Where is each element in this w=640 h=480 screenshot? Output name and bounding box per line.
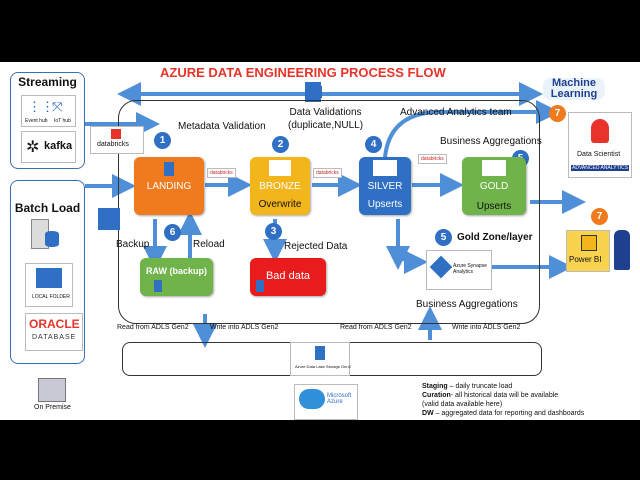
bronze-step-number: 2 <box>272 136 289 153</box>
batch-title: Batch Load <box>14 201 81 215</box>
power-bi-card[interactable]: Power BI <box>566 230 610 272</box>
gold-delta-icon <box>482 160 506 176</box>
synapse-step-number: 5 <box>435 229 452 246</box>
diagram-canvas: AZURE DATA ENGINEERING PROCESS FLOW Stre… <box>0 62 640 420</box>
synapse-label: Azure Synapse Analytics <box>453 263 487 275</box>
bronze-note: Data Validations(duplicate,NULL) <box>288 107 364 131</box>
legend-dw: DW – aggregated data for reporting and d… <box>422 410 585 417</box>
folder-icon <box>36 268 62 288</box>
legend-staging: Staging – daily truncate load <box>422 383 513 390</box>
landing-note: Metadata Validation <box>178 121 266 132</box>
rejected-data-label: Rejected Data <box>284 241 348 252</box>
data-scientist-icon <box>591 119 609 143</box>
silver-step-number: 4 <box>365 136 382 153</box>
bronze-label: BRONZE <box>259 181 301 192</box>
azure-label: Microsoft Azure <box>327 393 352 405</box>
synapse-icon <box>429 255 453 279</box>
gold-note: Business Aggregations <box>440 136 542 147</box>
kafka-label: kafka <box>44 140 73 152</box>
ml-step-number: 7 <box>549 105 566 122</box>
silver-label: SILVER <box>367 181 403 192</box>
iot-hub-label: IoT hub <box>54 118 71 124</box>
kafka-card: ✲ kafka <box>21 131 76 163</box>
oracle-label: ORACLE <box>29 317 80 331</box>
bronze-sub: Overwrite <box>258 199 302 210</box>
silver-stage[interactable]: SILVER Upserts <box>359 157 411 215</box>
legend: Staging – daily truncate load Curation- … <box>422 382 584 418</box>
batch-panel: Batch Load LOCAL FOLDER ORACLE DATABASE <box>10 180 85 364</box>
bad-step-number: 3 <box>265 223 282 240</box>
raw-backup-stage[interactable]: RAW (backup) <box>140 258 213 296</box>
silver-sub: Upserts <box>367 199 403 210</box>
database-icon <box>45 231 59 247</box>
landing-step-number: 1 <box>154 132 171 149</box>
bad-data-stage[interactable]: Bad data <box>250 258 326 296</box>
landing-storage-icon <box>164 162 174 176</box>
gold-zone-label: Gold Zone/layer <box>457 232 533 243</box>
advanced-analytics-banner: ADVANCED ANALYTICS <box>571 165 629 171</box>
databricks-tag-landing: databricks <box>207 168 236 178</box>
gold-stage[interactable]: GOLD Upserts <box>462 157 526 215</box>
oracle-card: ORACLE DATABASE <box>25 313 83 351</box>
landing-label: LANDING <box>146 181 192 192</box>
databricks-icon <box>111 129 121 139</box>
legend-curation-note: (valid data available here) <box>422 401 503 408</box>
reload-label: Reload <box>193 239 225 250</box>
factory-icon-left <box>98 208 120 230</box>
landing-stage[interactable]: LANDING <box>134 157 204 215</box>
advanced-analytics-team: Advanced Analytics team <box>400 107 512 118</box>
power-bi-icon <box>581 235 597 251</box>
database-label: DATABASE <box>32 334 77 341</box>
local-folder-label: LOCAL FOLDER <box>32 294 70 300</box>
streaming-title: Streaming <box>18 75 77 89</box>
diagram-title: AZURE DATA ENGINEERING PROCESS FLOW <box>160 65 446 80</box>
gold-label: GOLD <box>479 181 509 192</box>
streaming-panel: Streaming ⋮⋮ ⤧ Event hub IoT hub ✲ kafka <box>10 72 85 169</box>
raw-label: RAW (backup) <box>145 266 207 276</box>
write-adls-1: Write into ADLS Gen2 <box>210 324 279 331</box>
adls-label: Azure Data Lake Storage Gen2 <box>295 364 351 369</box>
bad-data-label: Bad data <box>265 270 311 282</box>
legend-curation: Curation- all historical data will be av… <box>422 392 559 399</box>
on-premise-label: On Premise <box>34 404 71 411</box>
read-adls-1: Read from ADLS Gen2 <box>117 324 189 331</box>
backup-label: Backup <box>116 239 150 250</box>
on-premise-icon <box>38 378 66 402</box>
adls-icon <box>315 346 325 360</box>
data-scientist-label: Data Scientist <box>577 151 621 158</box>
kafka-icon: ✲ <box>26 139 40 156</box>
silver-delta-icon <box>373 160 397 176</box>
azure-cloud-icon <box>299 389 325 409</box>
databricks-label: databricks <box>97 141 129 148</box>
bronze-stage[interactable]: BRONZE Overwrite <box>250 157 310 215</box>
machine-learning-label: Machine Learning <box>543 78 605 100</box>
event-hub-card: ⋮⋮ ⤧ Event hub IoT hub <box>21 95 76 127</box>
databricks-tag-silver: databricks <box>418 154 447 164</box>
databricks-tag-bronze: databricks <box>313 168 342 178</box>
iot-hub-icon: ⤧ <box>52 99 63 114</box>
event-hub-label: Event hub <box>25 118 48 124</box>
azure-tile: Microsoft Azure <box>294 384 358 420</box>
business-aggregations-label: Business Aggregations <box>416 299 518 310</box>
raw-storage-icon <box>154 280 162 292</box>
powerbi-step-number: 7 <box>591 208 608 225</box>
event-hub-icon: ⋮⋮ <box>28 99 54 114</box>
adls-tile[interactable]: Azure Data Lake Storage Gen2 <box>290 342 351 376</box>
factory-icon-top <box>306 86 322 98</box>
bronze-delta-icon <box>269 160 291 176</box>
power-bi-label: Power BI <box>569 255 602 264</box>
read-adls-2: Read from ADLS Gen2 <box>340 324 412 331</box>
presenter-figure <box>614 230 630 270</box>
write-adls-2: Write into ADLS Gen2 <box>452 324 521 331</box>
databricks-tile: databricks <box>90 126 144 154</box>
data-scientist-card[interactable]: Data Scientist ADVANCED ANALYTICS <box>568 112 632 178</box>
bad-data-icon <box>256 280 264 292</box>
gold-sub: Upserts <box>476 201 512 212</box>
raw-step-number: 6 <box>164 224 181 241</box>
local-folder-card: LOCAL FOLDER <box>25 263 73 307</box>
synapse-tile[interactable]: Azure Synapse Analytics <box>426 250 492 290</box>
